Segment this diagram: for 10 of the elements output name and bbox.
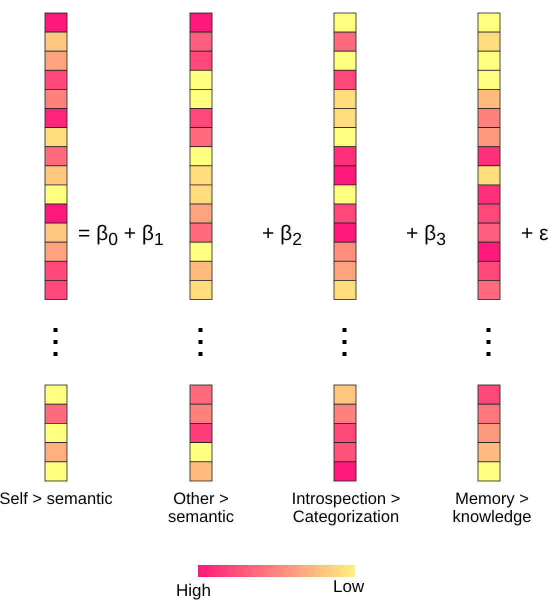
scale-label: Low — [333, 578, 364, 597]
equation-term: + β$_{2}$ — [262, 222, 302, 250]
column-caption: Self > semantic — [0, 490, 114, 508]
column-caption: Introspection > Categorization — [290, 490, 402, 526]
equation-term: = β$_{0}$ + β$_{1}$ — [78, 222, 164, 250]
scale-label: High — [176, 582, 211, 601]
equation-term: + β$_{3}$ — [406, 222, 446, 250]
column-caption: Memory > knowledge — [452, 490, 532, 526]
equation-term: + ε — [521, 222, 548, 246]
column-caption: Other > semantic — [166, 490, 236, 526]
